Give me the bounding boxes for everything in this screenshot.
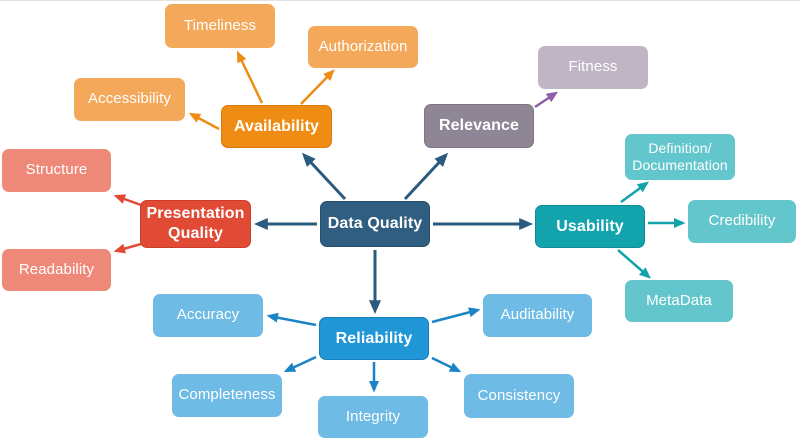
node-credibility: Credibility bbox=[688, 200, 796, 243]
node-relevance: Relevance bbox=[424, 104, 534, 148]
arrow-reliability-consistency bbox=[431, 356, 462, 373]
node-integrity: Integrity bbox=[318, 396, 428, 438]
arrow-dataquality-relevance bbox=[403, 152, 449, 201]
arrow-dataquality-availability bbox=[301, 152, 347, 201]
arrow-availability-authorization bbox=[300, 69, 335, 105]
node-structure: Structure bbox=[2, 149, 111, 192]
node-timeliness: Timeliness bbox=[165, 4, 275, 48]
node-fitness: Fitness bbox=[538, 46, 648, 89]
node-completeness: Completeness bbox=[172, 374, 282, 417]
arrow-presentation-structure bbox=[113, 194, 142, 207]
arrow-reliability-accuracy bbox=[266, 312, 317, 327]
arrow-presentation-readability bbox=[113, 242, 142, 254]
node-consistency: Consistency bbox=[464, 374, 574, 418]
node-accuracy: Accuracy bbox=[153, 294, 263, 337]
node-availability: Availability bbox=[221, 105, 332, 148]
node-auditability: Auditability bbox=[483, 294, 592, 337]
node-authorization: Authorization bbox=[308, 26, 418, 68]
node-metadata: MetaData bbox=[625, 280, 733, 322]
arrow-reliability-auditability bbox=[431, 307, 481, 324]
node-presentation: Presentation Quality bbox=[140, 200, 251, 248]
node-dataquality: Data Quality bbox=[320, 201, 430, 247]
arrow-usability-metadata bbox=[617, 249, 651, 279]
node-usability: Usability bbox=[535, 205, 645, 248]
arrow-reliability-completeness bbox=[283, 355, 317, 373]
node-reliability: Reliability bbox=[319, 317, 429, 360]
arrow-availability-accessibility bbox=[188, 112, 220, 131]
node-definition: Definition/ Documentation bbox=[625, 134, 735, 180]
arrow-availability-timeliness bbox=[236, 50, 264, 104]
arrow-relevance-fitness bbox=[534, 91, 559, 109]
node-accessibility: Accessibility bbox=[74, 78, 185, 121]
node-readability: Readability bbox=[2, 249, 111, 291]
arrow-usability-definition bbox=[620, 181, 650, 204]
